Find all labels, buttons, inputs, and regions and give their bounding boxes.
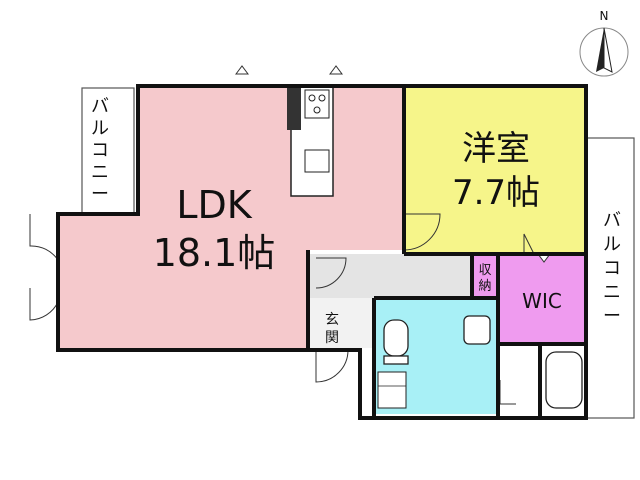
burner-icon <box>318 94 326 102</box>
balcony-right-char-3: コ <box>603 258 621 279</box>
balcony-left-char-2: ル <box>91 118 109 139</box>
outer-wall <box>56 84 588 420</box>
balcony-left-char-3: コ <box>91 140 109 161</box>
western-room-name: 洋室 <box>462 129 530 169</box>
sink-icon <box>304 149 330 173</box>
balcony-left: バ ル コ ニ ー <box>81 87 135 215</box>
western-room-window-marker <box>523 233 535 255</box>
compass: N <box>579 9 629 77</box>
walls <box>56 84 588 420</box>
ldk-name: LDK <box>176 183 252 227</box>
western-room <box>404 86 586 254</box>
storage-closet <box>472 256 498 298</box>
washing-machine-icon <box>377 371 407 409</box>
laundry-niche <box>360 350 374 414</box>
balcony-left-char-1: バ <box>91 96 109 117</box>
entrance-door[interactable] <box>315 257 347 289</box>
balcony-right-char-5: ー <box>603 306 621 327</box>
window-marker <box>329 65 343 75</box>
toilet-icon <box>383 319 409 357</box>
front-door[interactable] <box>315 349 349 383</box>
western-room-size: 7.7帖 <box>452 173 540 213</box>
balcony-left-char-5: ー <box>91 184 109 205</box>
compass-needle-dark <box>596 28 604 72</box>
storage-label-1: 収 <box>478 263 491 278</box>
western-room-door[interactable] <box>403 213 441 251</box>
kitchen-fridge-space <box>287 86 301 130</box>
balcony-right: バ ル コ ニ ー <box>585 137 635 419</box>
window-marker <box>235 65 249 75</box>
ldk-size: 18.1帖 <box>153 231 276 275</box>
storage-label-2: 納 <box>478 279 491 294</box>
kitchen <box>287 85 334 197</box>
balcony-right-char-2: ル <box>603 234 621 255</box>
toilet-tank-icon <box>383 355 409 365</box>
balcony-left-door-bottom[interactable] <box>29 288 59 321</box>
burner-icon <box>313 106 321 114</box>
walk-in-closet <box>498 256 586 344</box>
compass-north-label: N <box>600 9 609 23</box>
balcony-right-outline <box>585 137 635 419</box>
compass-needle-light <box>603 27 613 73</box>
wic-name: WIC <box>522 289 562 313</box>
balcony-left-char-4: ニ <box>91 162 109 183</box>
balcony-left-door-top[interactable] <box>29 214 59 261</box>
entrance <box>310 298 374 348</box>
washbasin-icon <box>463 315 491 345</box>
bathtub-icon <box>545 351 583 409</box>
stove-icon <box>304 89 330 119</box>
burner-icon <box>308 94 316 102</box>
hall <box>310 254 500 298</box>
entrance-label-2: 関 <box>325 330 339 346</box>
fixtures <box>377 315 583 409</box>
entrance-label-1: 玄 <box>325 311 339 328</box>
balcony-right-char-1: バ <box>603 210 621 231</box>
balcony-right-char-4: ニ <box>603 282 621 303</box>
